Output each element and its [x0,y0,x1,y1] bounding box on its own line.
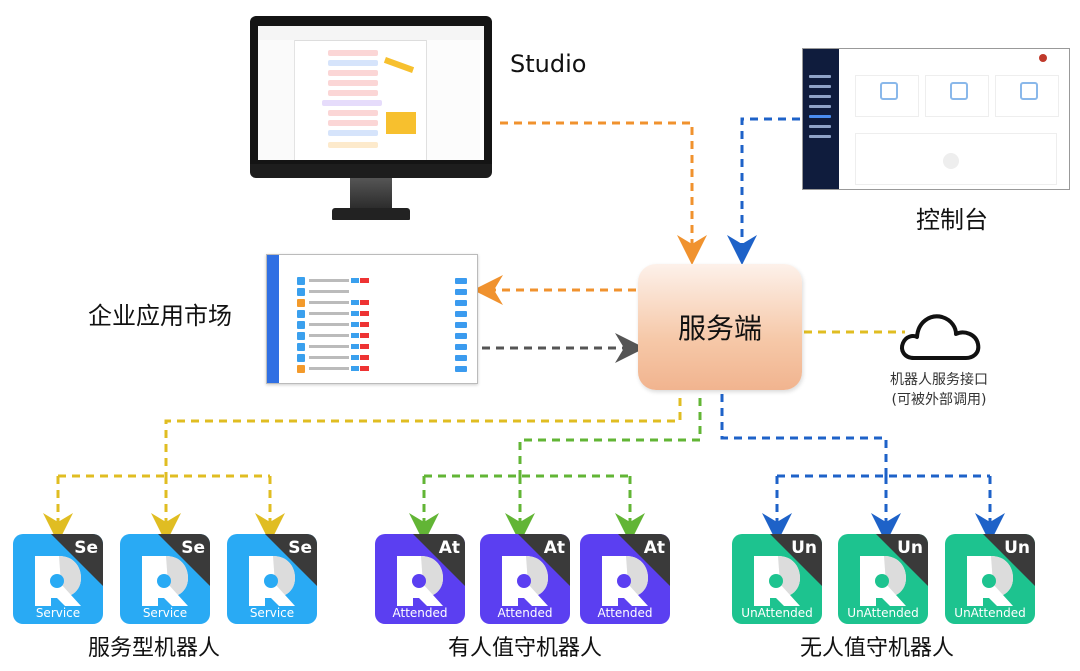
studio-screenshot [258,26,484,160]
rpa-logo-icon [393,554,445,610]
robot-kind-label: Attended [597,606,653,620]
robot-kind-label: Attended [392,606,448,620]
server-node: 服务端 [638,264,802,390]
market-sidebar [267,255,279,383]
rpa-logo-icon [750,554,802,610]
robot-type-abbr: At [543,538,565,558]
studio-monitor [250,16,492,221]
console-to-server-line [727,117,800,265]
studio-label: Studio [510,50,587,78]
robot-type-abbr: Un [1004,538,1030,558]
monitor-bezel [250,16,492,176]
rpa-logo-icon [245,554,297,610]
rpa-logo-icon [856,554,908,610]
server-label: 服务端 [677,312,762,345]
studio-to-server-line [500,121,707,265]
rpa-logo-icon [963,554,1015,610]
market-screenshot [266,254,478,384]
cloud-description: 机器人服务接口 (可被外部调用) [868,370,1010,410]
server-to-attended-line [518,398,702,476]
cloud-label-line2: (可被外部调用) [891,392,987,408]
robot-kind-label: UnAttended [847,606,919,620]
console-sidebar [803,49,839,189]
market-label: 企业应用市场 [88,302,232,330]
robot-type-abbr: Se [181,538,205,558]
cloud-icon [900,314,981,360]
robot-kind-label: Attended [497,606,553,620]
robot-group-label: 服务型机器人 [88,636,221,661]
server-to-service-line [164,398,682,476]
robot-type-abbr: Un [897,538,923,558]
robot-kind-label: UnAttended [741,606,813,620]
cloud-label-line1: 机器人服务接口 [890,372,988,388]
robot-type-abbr: Se [74,538,98,558]
robot-type-abbr: At [643,538,665,558]
robot-group-label: 有人值守机器人 [448,636,603,661]
robot-type-abbr: Se [288,538,312,558]
robot-kind-label: UnAttended [954,606,1026,620]
robot-kind-label: Service [35,606,81,620]
robot-type-abbr: At [438,538,460,558]
robot-kind-label: Service [249,606,295,620]
server-to-unattended-line [720,394,888,476]
rpa-logo-icon [138,554,190,610]
robot-type-abbr: Un [791,538,817,558]
console-label: 控制台 [916,206,988,234]
rpa-logo-icon [598,554,650,610]
rpa-logo-icon [31,554,83,610]
rpa-logo-icon [498,554,550,610]
console-screenshot [802,48,1070,190]
robot-kind-label: Service [142,606,188,620]
robot-group-label: 无人值守机器人 [800,636,955,661]
